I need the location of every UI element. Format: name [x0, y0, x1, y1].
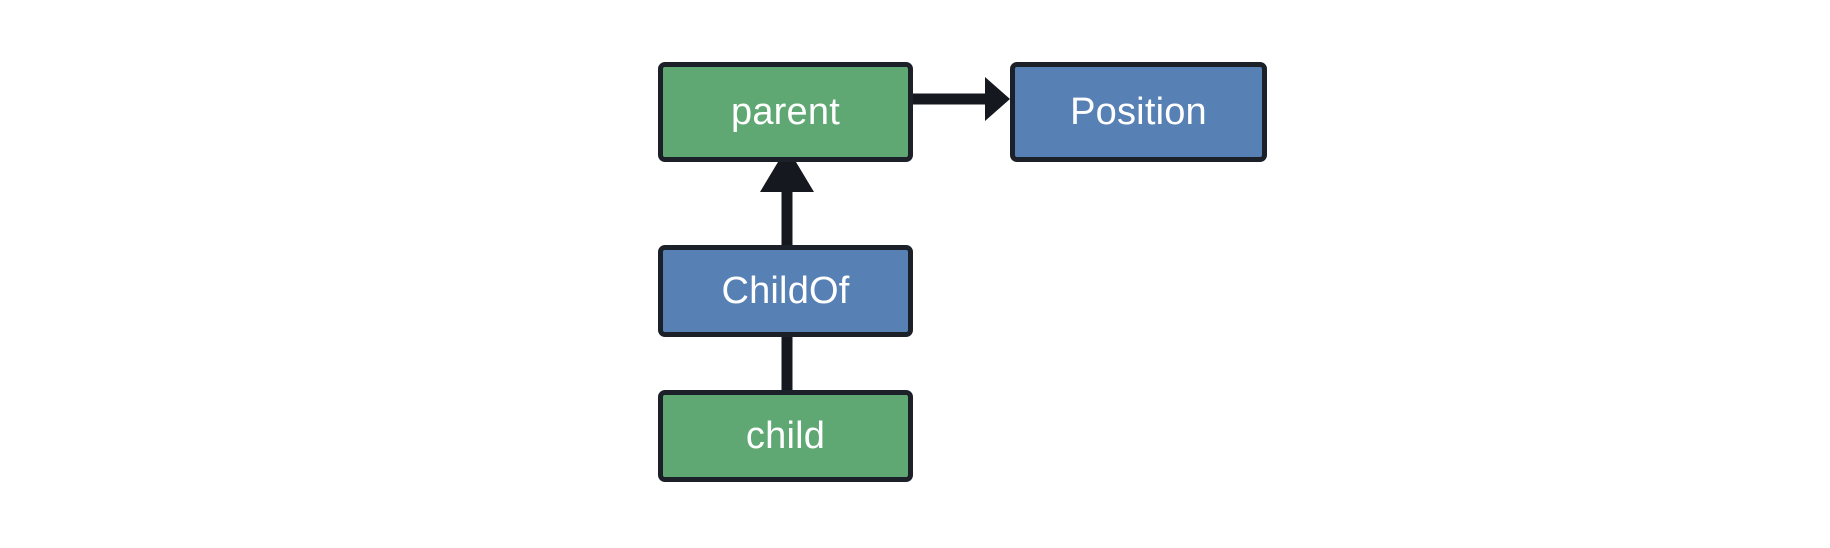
node-child[interactable]: child [658, 390, 913, 482]
node-parent-label: parent [731, 91, 840, 133]
node-parent[interactable]: parent [658, 62, 913, 162]
edge-childof-to-parent-arrowhead [760, 147, 814, 192]
node-child-label: child [745, 415, 826, 457]
edge-parent-to-position [913, 77, 1010, 121]
node-childof[interactable]: ChildOf [658, 245, 913, 337]
edge-childof-to-parent [760, 147, 814, 245]
edge-parent-to-position-arrowhead [985, 77, 1010, 121]
node-position[interactable]: Position [1010, 62, 1267, 162]
node-position-label: Position [1070, 91, 1207, 133]
node-childof-label: ChildOf [721, 270, 850, 312]
